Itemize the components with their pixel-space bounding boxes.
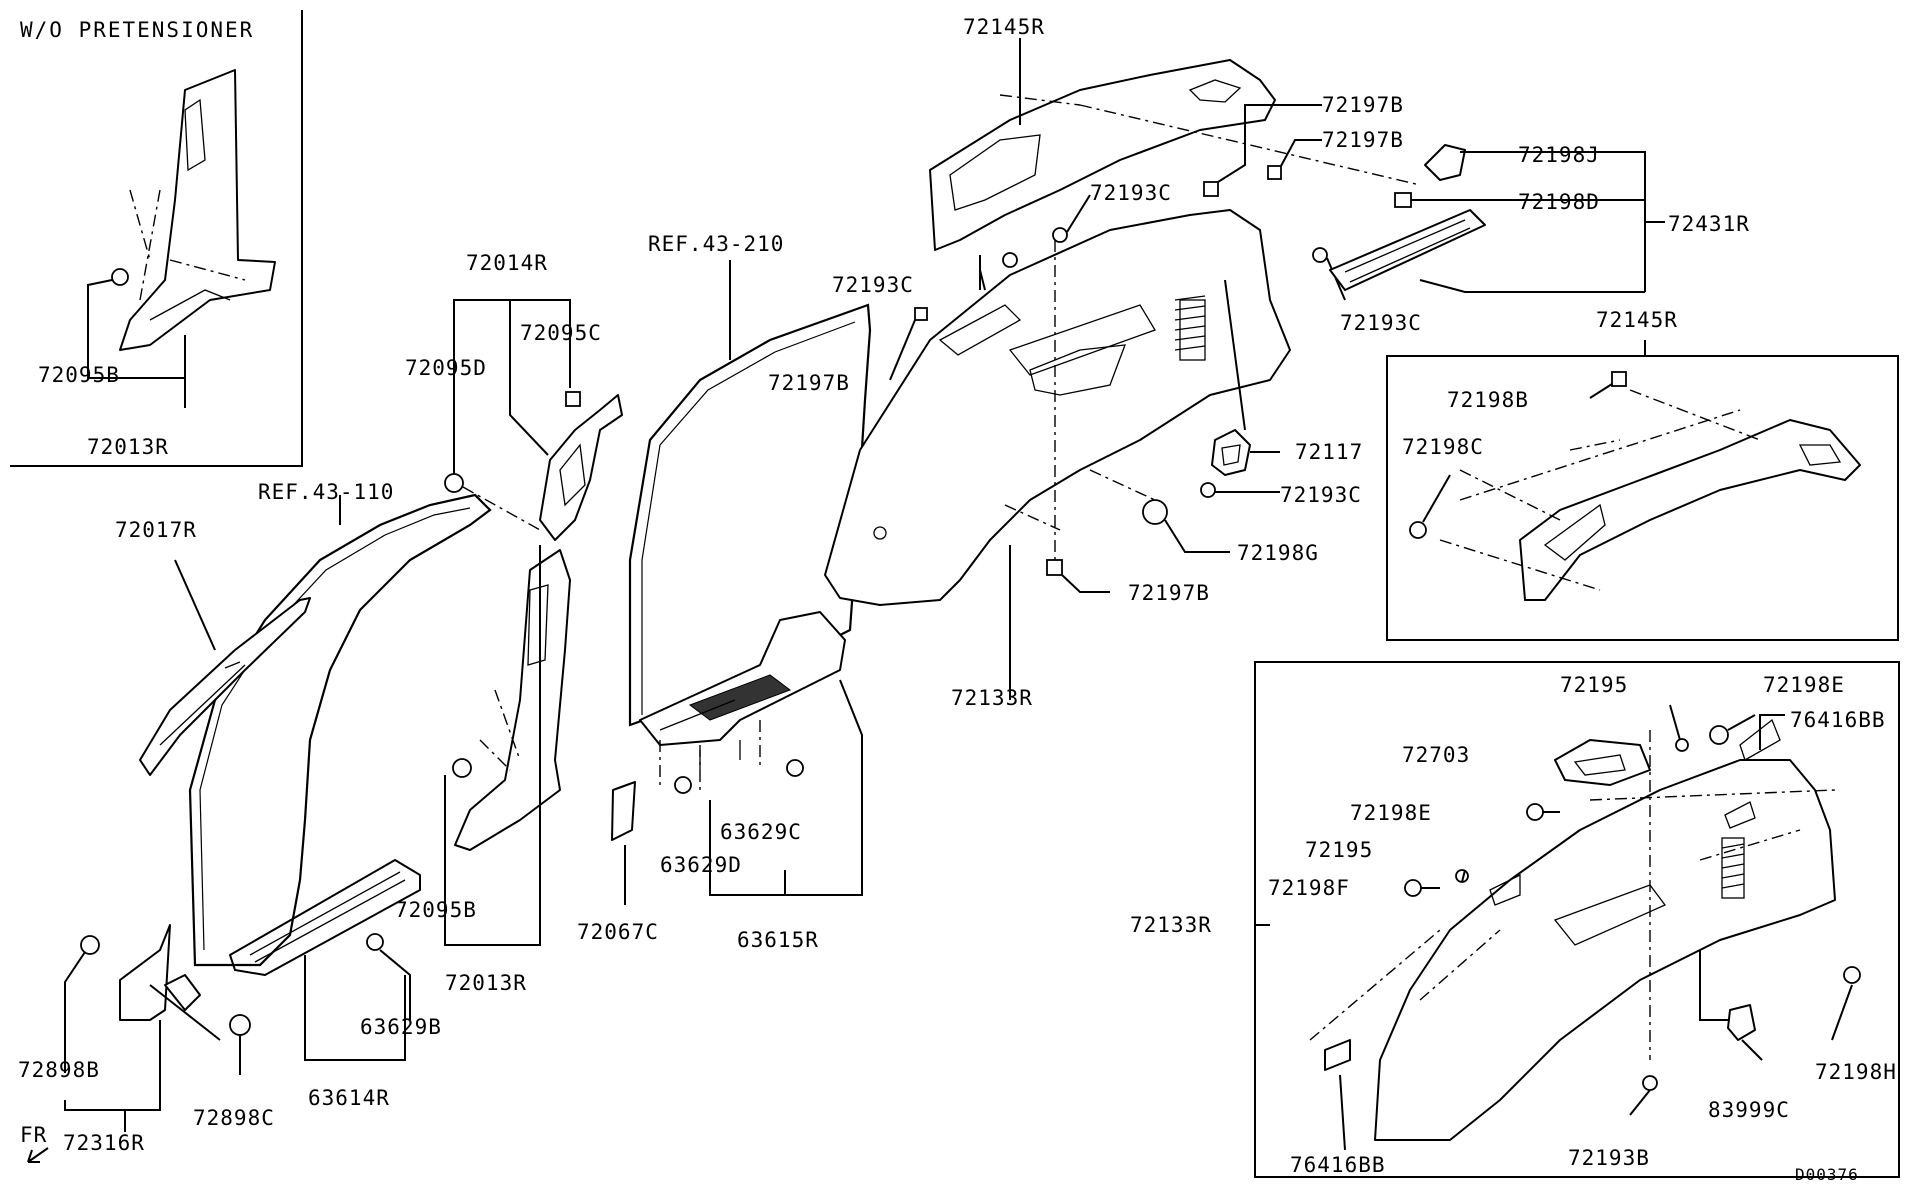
bracket-72067C [611, 781, 636, 905]
part-label-72095D: 72095D [405, 356, 487, 380]
inset-72133R-frame [1254, 661, 1900, 1178]
part-label-72145R-top: 72145R [963, 15, 1045, 39]
part-label-72193C-4: 72193C [1280, 483, 1362, 507]
garnish-72431R [1329, 144, 1665, 293]
part-label-63614R: 63614R [308, 1086, 390, 1110]
part-label-72898B: 72898B [18, 1058, 100, 1082]
part-label-72197B-4: 72197B [1128, 581, 1210, 605]
rear-corner-trim-72316R [64, 924, 251, 1132]
b-pillar-lower-trim [444, 545, 571, 946]
front-direction-label: FR [20, 1123, 48, 1147]
part-label-72095B: 72095B [395, 898, 477, 922]
part-label-72431R: 72431R [1668, 212, 1750, 236]
part-label-72198F: 72198F [1268, 876, 1350, 900]
rear-quarter-trim-upper [929, 38, 1421, 251]
ref-label-43-210: REF.43-210 [648, 232, 785, 256]
part-label-63629D: 63629D [660, 853, 742, 877]
front-pillar-trim [139, 559, 311, 776]
part-label-72198H: 72198H [1815, 1060, 1897, 1084]
part-label-72195-b: 72195 [1305, 838, 1374, 862]
part-label-72198E-b: 72198E [1350, 801, 1432, 825]
part-label-72198G: 72198G [1237, 541, 1319, 565]
rear-step-trim [639, 611, 863, 896]
part-label-72133R-box: 72133R [1130, 913, 1212, 937]
part-label-72193C-1: 72193C [1090, 181, 1172, 205]
part-label-72014R: 72014R [466, 251, 548, 275]
part-label-63615R: 63615R [737, 928, 819, 952]
part-label-72198J: 72198J [1518, 143, 1600, 167]
inset-w-o-pretensioner-frame [10, 10, 303, 467]
inset-rear-quarter-lower [1255, 704, 1861, 1151]
b-pillar-upper-trim [444, 299, 623, 541]
part-label-72193B: 72193B [1568, 1146, 1650, 1170]
part-label-72017R: 72017R [115, 518, 197, 542]
hook-72117 [1200, 279, 1280, 498]
part-label-72193C-2: 72193C [832, 273, 914, 297]
front-direction-arrow [27, 1147, 49, 1163]
part-label-72316R: 72316R [63, 1131, 145, 1155]
inset-pillar-trim [87, 69, 276, 408]
part-label-72013R: 72013R [445, 971, 527, 995]
part-label-72197B-2: 72197B [1322, 128, 1404, 152]
part-label-72197B-1: 72197B [1322, 93, 1404, 117]
part-label-72703: 72703 [1402, 743, 1471, 767]
part-label-72013R-inset: 72013R [87, 435, 169, 459]
part-label-72197B-3: 72197B [768, 371, 850, 395]
part-label-76416BB-b: 76416BB [1290, 1153, 1386, 1177]
part-label-72198D: 72198D [1518, 190, 1600, 214]
drawing-code: D00376 [1795, 1165, 1859, 1184]
inset-title-w-o-pretensioner: W/O PRETENSIONER [20, 18, 255, 42]
part-label-72198C-box: 72198C [1402, 435, 1484, 459]
clips-upper-area [889, 104, 1346, 381]
part-label-83999C: 83999C [1708, 1098, 1790, 1122]
part-label-72145R-box: 72145R [1596, 308, 1678, 332]
inset-72145R-frame [1386, 355, 1899, 641]
clips-lower-area [1046, 499, 1230, 593]
rear-quarter-trim-lower [824, 209, 1291, 700]
part-label-72067C: 72067C [577, 920, 659, 944]
ref-label-43-110: REF.43-110 [258, 480, 395, 504]
part-label-72898C: 72898C [193, 1106, 275, 1130]
part-label-63629C: 63629C [720, 820, 802, 844]
part-label-72193C-3: 72193C [1340, 311, 1422, 335]
part-label-72195-a: 72195 [1560, 673, 1629, 697]
part-label-76416BB-a: 76416BB [1790, 708, 1886, 732]
part-label-72095B-inset: 72095B [38, 363, 120, 387]
inset-rear-quarter-upper [1409, 340, 1861, 601]
part-label-63629B: 63629B [360, 1015, 442, 1039]
part-label-72198E-a: 72198E [1763, 673, 1845, 697]
front-door-weatherstrip [188, 493, 492, 967]
part-label-72117: 72117 [1295, 440, 1364, 464]
part-label-72198B-box: 72198B [1447, 388, 1529, 412]
part-label-72095C: 72095C [520, 321, 602, 345]
part-label-72133R: 72133R [951, 686, 1033, 710]
